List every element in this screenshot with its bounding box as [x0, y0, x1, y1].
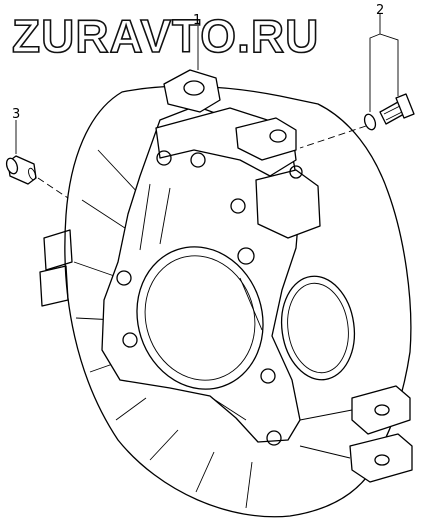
callout-2-label: 2	[376, 3, 384, 18]
callout-3-label: 3	[12, 107, 20, 122]
plug-part	[5, 155, 37, 185]
callout-1-label: 1	[193, 13, 201, 28]
flywheel-housing	[39, 69, 413, 518]
bolt-and-washer	[363, 93, 415, 131]
watermark-text: ZURAVTO.RU	[12, 10, 319, 62]
leader-lines	[15, 14, 399, 199]
